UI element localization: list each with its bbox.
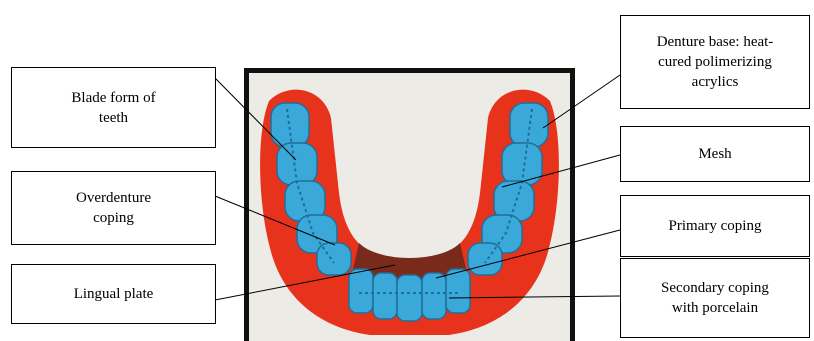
label-mesh: Mesh [620, 126, 810, 182]
label-lingual-plate: Lingual plate [11, 264, 216, 324]
label-overdenture-coping: Overdenture coping [11, 171, 216, 245]
label-blade-form-of-teeth: Blade form of teeth [11, 67, 216, 148]
label-denture-base: Denture base: heat- cured polimerizing a… [620, 15, 810, 109]
label-text: Blade form of teeth [71, 88, 155, 128]
label-text: Mesh [698, 144, 731, 164]
label-secondary-coping: Secondary coping with porcelain [620, 258, 810, 338]
label-text: Secondary coping with porcelain [661, 278, 769, 318]
label-primary-coping: Primary coping [620, 195, 810, 257]
label-text: Denture base: heat- cured polimerizing a… [657, 32, 774, 92]
label-text: Overdenture coping [76, 188, 151, 228]
label-text: Primary coping [669, 216, 762, 236]
label-text: Lingual plate [74, 284, 154, 304]
